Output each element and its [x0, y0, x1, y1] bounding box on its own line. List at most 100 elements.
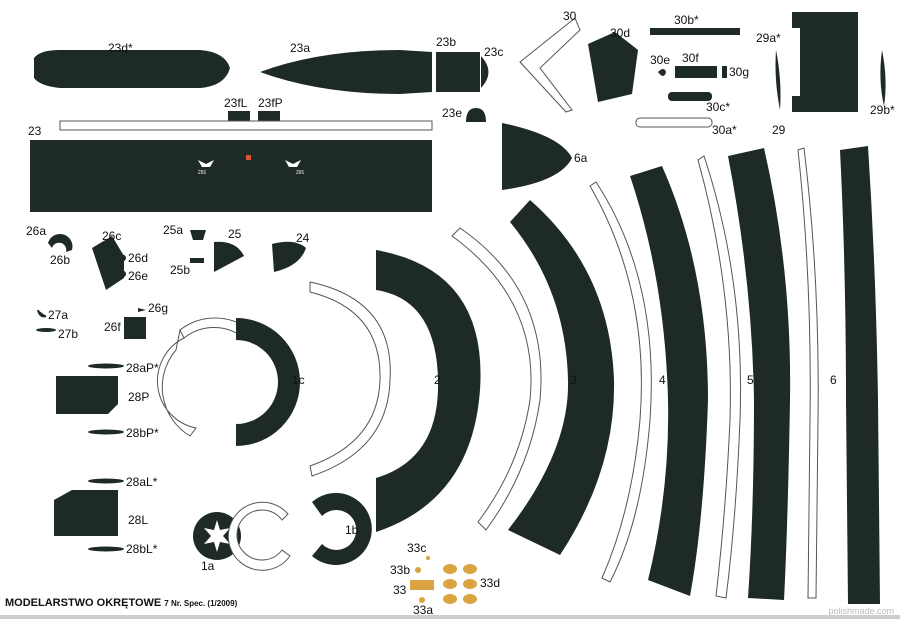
label: 6a	[574, 151, 588, 165]
watermark: polishmade.com	[828, 606, 894, 616]
part-27a	[37, 309, 47, 318]
part-30	[519, 17, 581, 113]
part-30f	[675, 66, 717, 78]
label: 6	[830, 373, 837, 387]
label: 33b	[390, 563, 410, 577]
part-25a	[190, 230, 206, 240]
label: 28aL*	[126, 475, 158, 489]
part-23fL	[228, 111, 250, 121]
label: 1c	[292, 373, 305, 387]
part-26e	[114, 270, 126, 278]
part-28L	[54, 490, 118, 536]
part-28P	[56, 376, 118, 414]
label: 23d*	[108, 41, 133, 55]
part-30a	[635, 117, 713, 128]
part-23d	[34, 50, 230, 88]
part-6	[840, 146, 880, 604]
part-33d	[443, 564, 477, 604]
label: 30	[563, 9, 577, 23]
part-3-strip	[451, 227, 542, 531]
part-23	[30, 140, 432, 212]
label: 27a	[48, 308, 68, 322]
part-4	[630, 166, 708, 596]
label: 30c*	[706, 100, 730, 114]
label: 28bL*	[126, 542, 158, 556]
label: 30b*	[674, 13, 699, 27]
part-23c	[481, 56, 489, 88]
part-4-strip	[589, 181, 652, 583]
part-30d	[588, 32, 638, 102]
label: 25	[228, 227, 242, 241]
part-30e	[658, 69, 666, 76]
label: 33d	[480, 576, 500, 590]
label: 33a	[413, 603, 433, 617]
eagle-emblem-icon	[285, 160, 301, 167]
hull-number: 291	[198, 170, 207, 176]
part-23-strip	[59, 120, 433, 131]
part-23a	[260, 50, 432, 94]
label: 23b	[436, 35, 456, 49]
label: 24	[296, 231, 310, 245]
label: 23c	[484, 45, 503, 59]
part-30g	[722, 66, 727, 78]
label: 1a	[201, 559, 215, 573]
part-2-strip	[309, 281, 391, 477]
label: 29b*	[870, 103, 895, 117]
scan-edge	[0, 615, 900, 619]
label: 29a*	[756, 31, 781, 45]
label: 33	[393, 583, 407, 597]
part-28aL	[88, 478, 124, 484]
footer-title: MODELARSTWO OKRĘTOWE 7 Nr. Spec. (1/2009…	[5, 597, 237, 609]
label: 33c	[407, 541, 426, 555]
label: 28P	[128, 390, 149, 404]
part-26f	[124, 317, 146, 339]
part-30c	[668, 92, 712, 101]
magazine-title: MODELARSTWO OKRĘTOWE	[5, 597, 162, 609]
label: 4	[659, 373, 666, 387]
part-1c	[236, 318, 300, 446]
part-5	[728, 148, 791, 600]
part-24	[272, 241, 306, 272]
label: 26a	[26, 224, 46, 238]
label: 23fL	[224, 96, 248, 110]
part-29a	[775, 50, 781, 110]
part-labels: 23d* 23a 23b 23c 30 30b* 30d 29a* 30e 30…	[26, 9, 895, 617]
part-23fP	[258, 111, 280, 121]
part-25	[214, 241, 244, 272]
label: 23fP	[258, 96, 283, 110]
hull-number: 291	[296, 170, 305, 176]
part-33b	[415, 567, 421, 573]
label: 30e	[650, 53, 670, 67]
label: 3	[570, 373, 577, 387]
part-33	[410, 580, 434, 590]
part-26d	[114, 254, 126, 262]
part-26c	[92, 236, 124, 290]
label: 25b	[170, 263, 190, 277]
part-6-strip	[797, 147, 819, 599]
label: 26f	[104, 320, 121, 334]
label: 28bP*	[126, 426, 159, 440]
part-29b	[880, 50, 886, 106]
part-23b	[436, 52, 480, 92]
part-1b-strip	[227, 501, 291, 571]
label: 30g	[729, 65, 749, 79]
label: 23e	[442, 106, 462, 120]
label: 23	[28, 124, 42, 138]
label: 5	[747, 373, 754, 387]
flag-mark	[246, 155, 251, 160]
part-28bP	[88, 429, 124, 435]
label: 25a	[163, 223, 183, 237]
part-23e	[466, 108, 486, 122]
part-28aP	[88, 363, 124, 369]
label: 27b	[58, 327, 78, 341]
label: 30d	[610, 26, 630, 40]
label: 28L	[128, 513, 148, 527]
label: 1b	[345, 523, 359, 537]
label: 28aP*	[126, 361, 159, 375]
issue-number: 7 Nr. Spec. (1/2009)	[164, 599, 238, 608]
part-6a	[502, 123, 572, 190]
label: 26g	[148, 301, 168, 315]
part-28bL	[88, 546, 124, 552]
part-26a	[48, 234, 73, 252]
label: 26d	[128, 251, 148, 265]
